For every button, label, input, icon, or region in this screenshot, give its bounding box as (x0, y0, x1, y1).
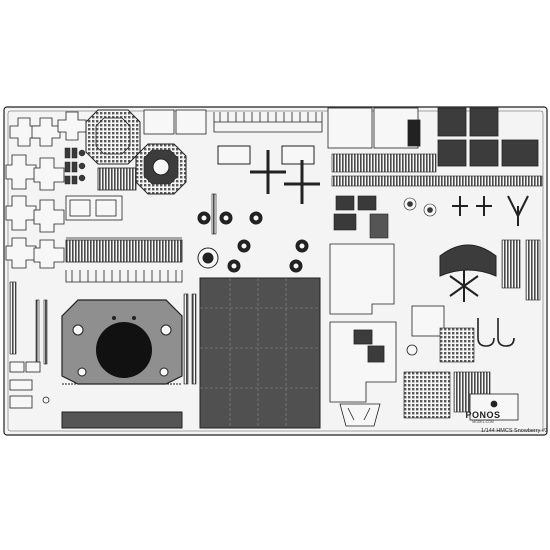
hooks (477, 318, 515, 347)
long-rail-strip-2 (331, 175, 543, 187)
gun-platform (61, 299, 183, 429)
star-spider (449, 270, 479, 302)
hatched-panel (65, 239, 183, 263)
brand-logo: PONOS (465, 410, 501, 420)
vertical-ladder-right (501, 239, 521, 289)
boat-part (339, 393, 519, 427)
mesh-panel-2 (403, 371, 451, 419)
sheet-caption: 1/144 HMCS Snowberry #3 (481, 428, 548, 434)
cross-parts-left (5, 111, 87, 269)
top-panels (65, 109, 207, 221)
right-fittings (333, 195, 529, 239)
brand-url: MODEL.COM (472, 420, 494, 424)
mesh-panel-1 (439, 327, 475, 363)
gun-shield (439, 244, 497, 277)
small-brackets (9, 361, 50, 409)
winch-parts (197, 145, 320, 273)
bridge-panel (329, 243, 445, 403)
bulkhead-panels (327, 107, 539, 167)
long-rail-strip (331, 153, 437, 173)
deck-panel (199, 277, 321, 429)
vertical-ladder-right-2 (525, 239, 541, 301)
railing-strips (65, 112, 323, 283)
small-fittings (64, 147, 86, 185)
octagon-platforms (85, 109, 187, 195)
